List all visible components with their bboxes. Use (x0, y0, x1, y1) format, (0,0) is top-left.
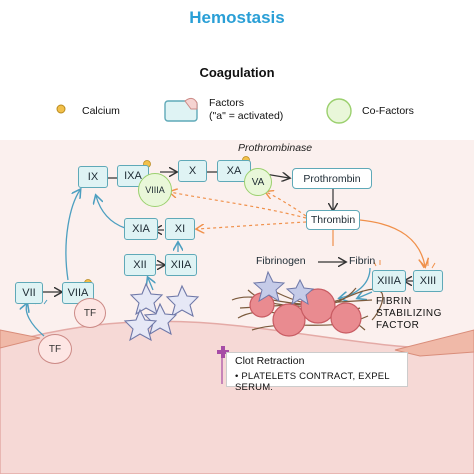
calcium-icon (56, 104, 66, 114)
arrow-viia-ix (65, 190, 80, 281)
red-blood-cell (330, 302, 362, 334)
factor-xii: XII (124, 254, 156, 276)
factor-xiii: XIII (413, 270, 443, 292)
factor-ix: IX (78, 166, 108, 188)
endothelial-cell-left (0, 329, 41, 349)
factor-x: X (178, 160, 207, 182)
arrow-xia-ix (96, 196, 126, 229)
sparkle-xiiia (373, 260, 381, 267)
legend-factors-note: ("a" = activated) (209, 110, 284, 122)
clot-retraction-note: Clot Retraction • PLATELETS CONTRACT, EX… (226, 352, 408, 393)
page-title: Hemostasis (189, 8, 285, 27)
legend: Calcium Factors ("a" = activated) Co-Fac… (0, 92, 474, 132)
tissue-factor-upper: TF (74, 298, 106, 328)
endothelial-cell-right (394, 329, 474, 357)
platelet-clot (285, 278, 315, 306)
feedback-thrombin-xi (197, 221, 307, 229)
section-title: Coagulation (199, 65, 275, 80)
cofactor-icon (326, 98, 352, 124)
legend-factors-label: Factors (209, 97, 245, 109)
factor-vii: VII (15, 282, 43, 304)
factor-xiiia: XIIIA (372, 270, 406, 292)
clot-retraction-bullet: • PLATELETS CONTRACT, EXPEL SERUM. (235, 371, 390, 393)
prothrombin-box: Prothrombin (292, 168, 372, 189)
arrow-platelets-xii (148, 278, 153, 291)
fibrin-label: Fibrin (349, 255, 376, 267)
feedback-thrombin-va (266, 192, 307, 217)
arrow-fibrin-clot (340, 267, 371, 298)
factor-xia: XIA (124, 218, 158, 240)
clot-retraction-heading: Clot Retraction (235, 355, 305, 367)
arrow-tf-vii (26, 304, 45, 337)
factor-xi: XI (165, 218, 195, 240)
legend-calcium-label: Calcium (82, 105, 120, 117)
fsf-line-3: FACTOR (376, 320, 420, 331)
factor-xiia: XIIA (165, 254, 197, 276)
sparkle-xiii (420, 260, 436, 269)
arrow-thrombin-xiii (359, 219, 425, 266)
prothrombinase-label: Prothrombinase (238, 142, 313, 154)
red-blood-cell (272, 303, 306, 337)
arrow-xiiia-clot (358, 292, 373, 298)
factor-icon (164, 97, 198, 122)
tissue-factor-lower: TF (38, 334, 72, 364)
thrombin-box: Thrombin (306, 210, 360, 230)
red-blood-cell (300, 288, 336, 324)
activated-platelets (123, 282, 200, 342)
plus-icon (217, 346, 229, 358)
platelet-clot (252, 270, 286, 303)
legend-cofactors-label: Co-Factors (362, 105, 414, 117)
fsf-line-2: STABILIZING (376, 308, 442, 319)
fsf-line-1: FIBRIN (376, 296, 412, 307)
cofactor-viiia: VIIIA (138, 173, 172, 207)
cofactor-va: VA (244, 168, 272, 196)
fibrin-stabilizing-factor-label: FIBRIN STABILIZING FACTOR (376, 296, 442, 332)
fibrinogen-label: Fibrinogen (256, 255, 306, 267)
